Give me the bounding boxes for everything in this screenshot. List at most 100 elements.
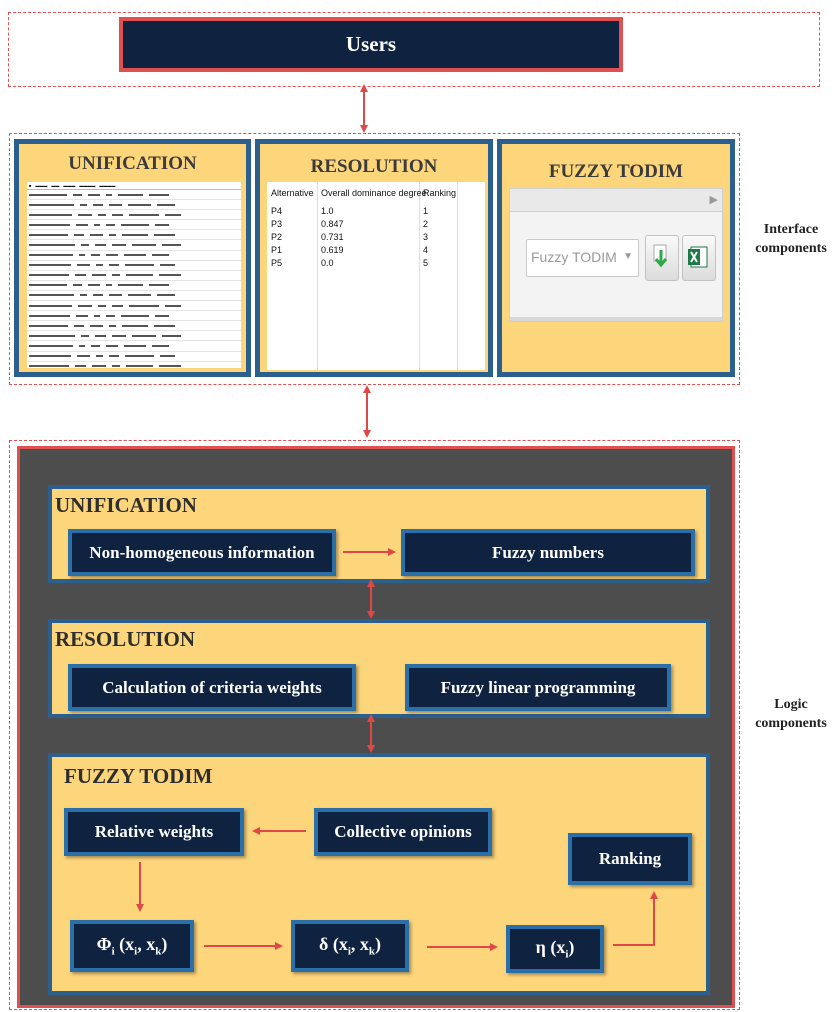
table-cell — [76, 223, 88, 226]
table-cell — [122, 233, 148, 236]
table-cell — [124, 344, 146, 347]
non-homogeneous-information-node: Non-homogeneous information — [68, 529, 336, 576]
interface-todim-panel: FUZZY TODIM ▶ Fuzzy TODIM ▼ — [497, 139, 735, 377]
table-cell — [29, 334, 75, 337]
table-cell — [121, 223, 149, 226]
table-cell — [29, 294, 74, 297]
table-cell — [94, 223, 100, 226]
table-divider — [457, 182, 458, 370]
users-label: Users — [345, 32, 397, 56]
table-cell — [154, 233, 175, 236]
table-row — [27, 321, 241, 332]
table-cell — [78, 304, 92, 307]
relative-weights-node: Relative weights — [64, 808, 244, 856]
download-button[interactable] — [645, 235, 679, 281]
cell-ranking: 3 — [423, 232, 429, 242]
table-cell — [125, 355, 154, 358]
table-row — [27, 251, 241, 261]
table-cell — [92, 365, 106, 368]
table-cell — [88, 284, 100, 287]
table-cell — [106, 284, 112, 287]
table-row — [27, 291, 241, 302]
resolution-table: Alternative Overall dominance degree Ran… — [267, 182, 485, 370]
table-cell — [126, 365, 153, 368]
fuzzy-linear-programming-node: Fuzzy linear programming — [405, 664, 671, 711]
table-cell — [74, 324, 84, 327]
table-row — [27, 271, 241, 281]
table-row — [27, 261, 241, 271]
collective-opinions-node: Collective opinions — [314, 808, 492, 856]
logic-components-label: Logic components — [746, 695, 836, 733]
table-cell — [29, 344, 73, 347]
table-cell — [165, 304, 181, 307]
table-cell — [129, 304, 159, 307]
table-cell — [95, 244, 106, 247]
table-cell — [159, 274, 181, 277]
app-bottom-border — [510, 317, 722, 321]
table-cell — [75, 274, 86, 277]
logic-label-line2: components — [755, 716, 827, 731]
table-cell — [80, 203, 87, 206]
table-cell — [112, 304, 123, 307]
cell-dominance: 0.619 — [321, 245, 344, 255]
table-cell — [106, 314, 115, 317]
table-cell — [109, 264, 119, 267]
table-row — [27, 301, 241, 312]
table-cell — [74, 233, 84, 236]
table-cell — [157, 203, 175, 206]
table-row — [27, 331, 241, 342]
table-cell — [160, 355, 175, 358]
cell-dominance: 1.0 — [321, 206, 334, 216]
table-cell — [129, 213, 159, 216]
logic-todim-title: FUZZY TODIM — [64, 764, 213, 788]
phi-node: Φi (xi, xk) — [70, 920, 194, 972]
cell-alternative: P4 — [271, 206, 283, 216]
table-cell — [91, 254, 100, 257]
table-cell — [152, 344, 169, 347]
chevron-right-icon[interactable]: ▶ — [709, 194, 718, 206]
cell-dominance: 0.731 — [321, 232, 344, 242]
interface-label-line1: Interface — [763, 222, 819, 237]
table-cell — [79, 254, 85, 257]
table-row — [27, 311, 241, 322]
table-cell — [106, 223, 115, 226]
table-cell — [112, 213, 123, 216]
table-row — [27, 200, 241, 211]
table-cell — [118, 284, 143, 287]
header-alternative: Alternative — [271, 188, 314, 198]
interface-todim-title: FUZZY TODIM — [548, 161, 684, 182]
table-cell — [91, 344, 100, 347]
download-icon — [653, 244, 668, 268]
table-row — [27, 240, 241, 251]
method-select[interactable]: Fuzzy TODIM ▼ — [526, 239, 639, 277]
cell-alternative: P1 — [271, 245, 283, 255]
table-cell — [118, 193, 143, 196]
table-cell — [78, 213, 92, 216]
table-cell — [109, 233, 116, 236]
unification-table-rows — [27, 190, 241, 368]
table-cell — [29, 254, 73, 257]
table-cell — [29, 223, 70, 226]
cell-dominance: 0.0 — [321, 258, 334, 268]
table-cell — [160, 264, 175, 267]
table-cell — [81, 244, 89, 247]
header-dominance: Overall dominance degree — [321, 188, 427, 198]
table-cell — [149, 193, 169, 196]
table-cell — [29, 324, 68, 327]
excel-export-button[interactable] — [682, 235, 716, 281]
cell-ranking: 1 — [423, 206, 429, 216]
table-cell — [98, 213, 106, 216]
table-cell — [81, 334, 89, 337]
table-cell — [96, 355, 103, 358]
table-cell — [122, 324, 148, 327]
table-cell — [162, 244, 181, 247]
table-cell — [128, 294, 151, 297]
logic-layer — [9, 440, 740, 1010]
table-cell — [73, 284, 82, 287]
table-cell — [162, 334, 181, 337]
todim-app-window: ▶ Fuzzy TODIM ▼ — [509, 188, 723, 322]
table-cell — [112, 274, 120, 277]
table-cell — [29, 304, 72, 307]
table-cell — [94, 314, 100, 317]
table-cell — [128, 203, 151, 206]
